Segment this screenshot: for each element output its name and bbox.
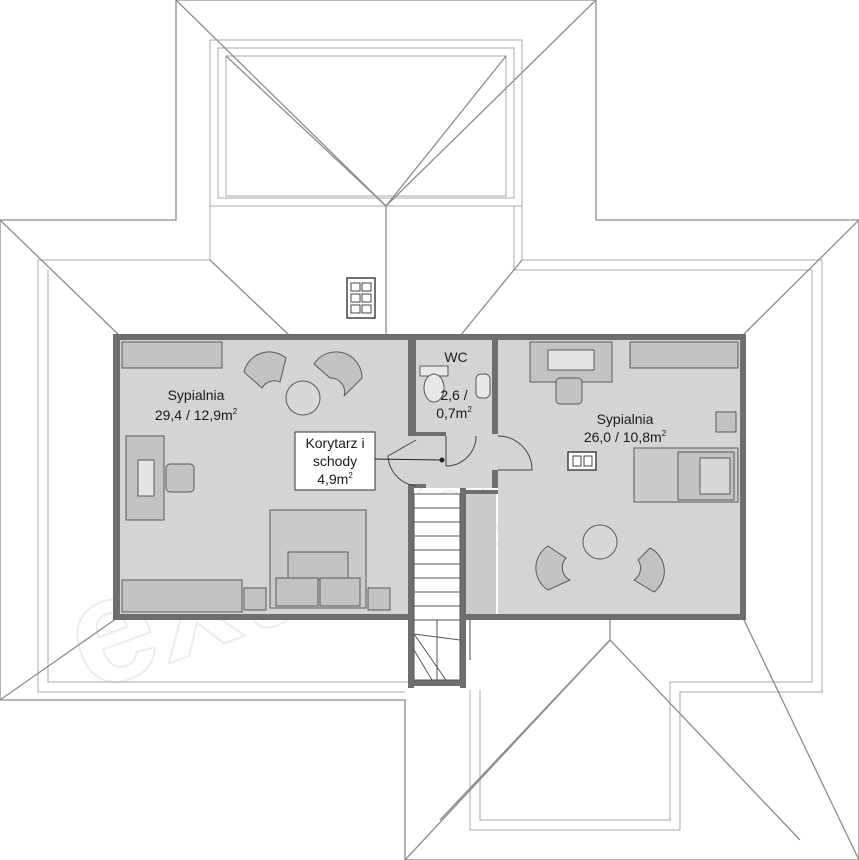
svg-text:4,9m2: 4,9m2	[317, 471, 353, 487]
svg-text:Sypialnia: Sypialnia	[168, 387, 225, 403]
room-label-bedroom-right: Sypialnia 26,0 / 10,8m2	[584, 411, 667, 445]
walls	[113, 334, 746, 688]
room-label-wc: WC 2,6 / 0,7m2	[436, 349, 472, 421]
room-label-corridor: Korytarz i schody 4,9m2	[294, 431, 445, 491]
svg-text:schody: schody	[313, 453, 357, 469]
svg-text:2,6 /: 2,6 /	[440, 387, 467, 403]
svg-text:0,7m2: 0,7m2	[436, 405, 472, 421]
svg-text:Sypialnia: Sypialnia	[597, 411, 654, 427]
room-label-bedroom-left: Sypialnia 29,4 / 12,9m2	[155, 387, 238, 423]
svg-text:29,4 / 12,9m2: 29,4 / 12,9m2	[155, 407, 238, 423]
staircase	[413, 493, 461, 681]
doors	[387, 435, 533, 660]
bedroom-right-furniture	[529, 341, 739, 593]
svg-text:26,0 / 10,8m2: 26,0 / 10,8m2	[584, 429, 667, 445]
svg-text:Korytarz i: Korytarz i	[305, 435, 364, 451]
svg-text:WC: WC	[444, 349, 467, 365]
bedroom-left-furniture	[121, 341, 391, 613]
wc-furniture	[419, 365, 491, 403]
chimney	[346, 277, 376, 319]
